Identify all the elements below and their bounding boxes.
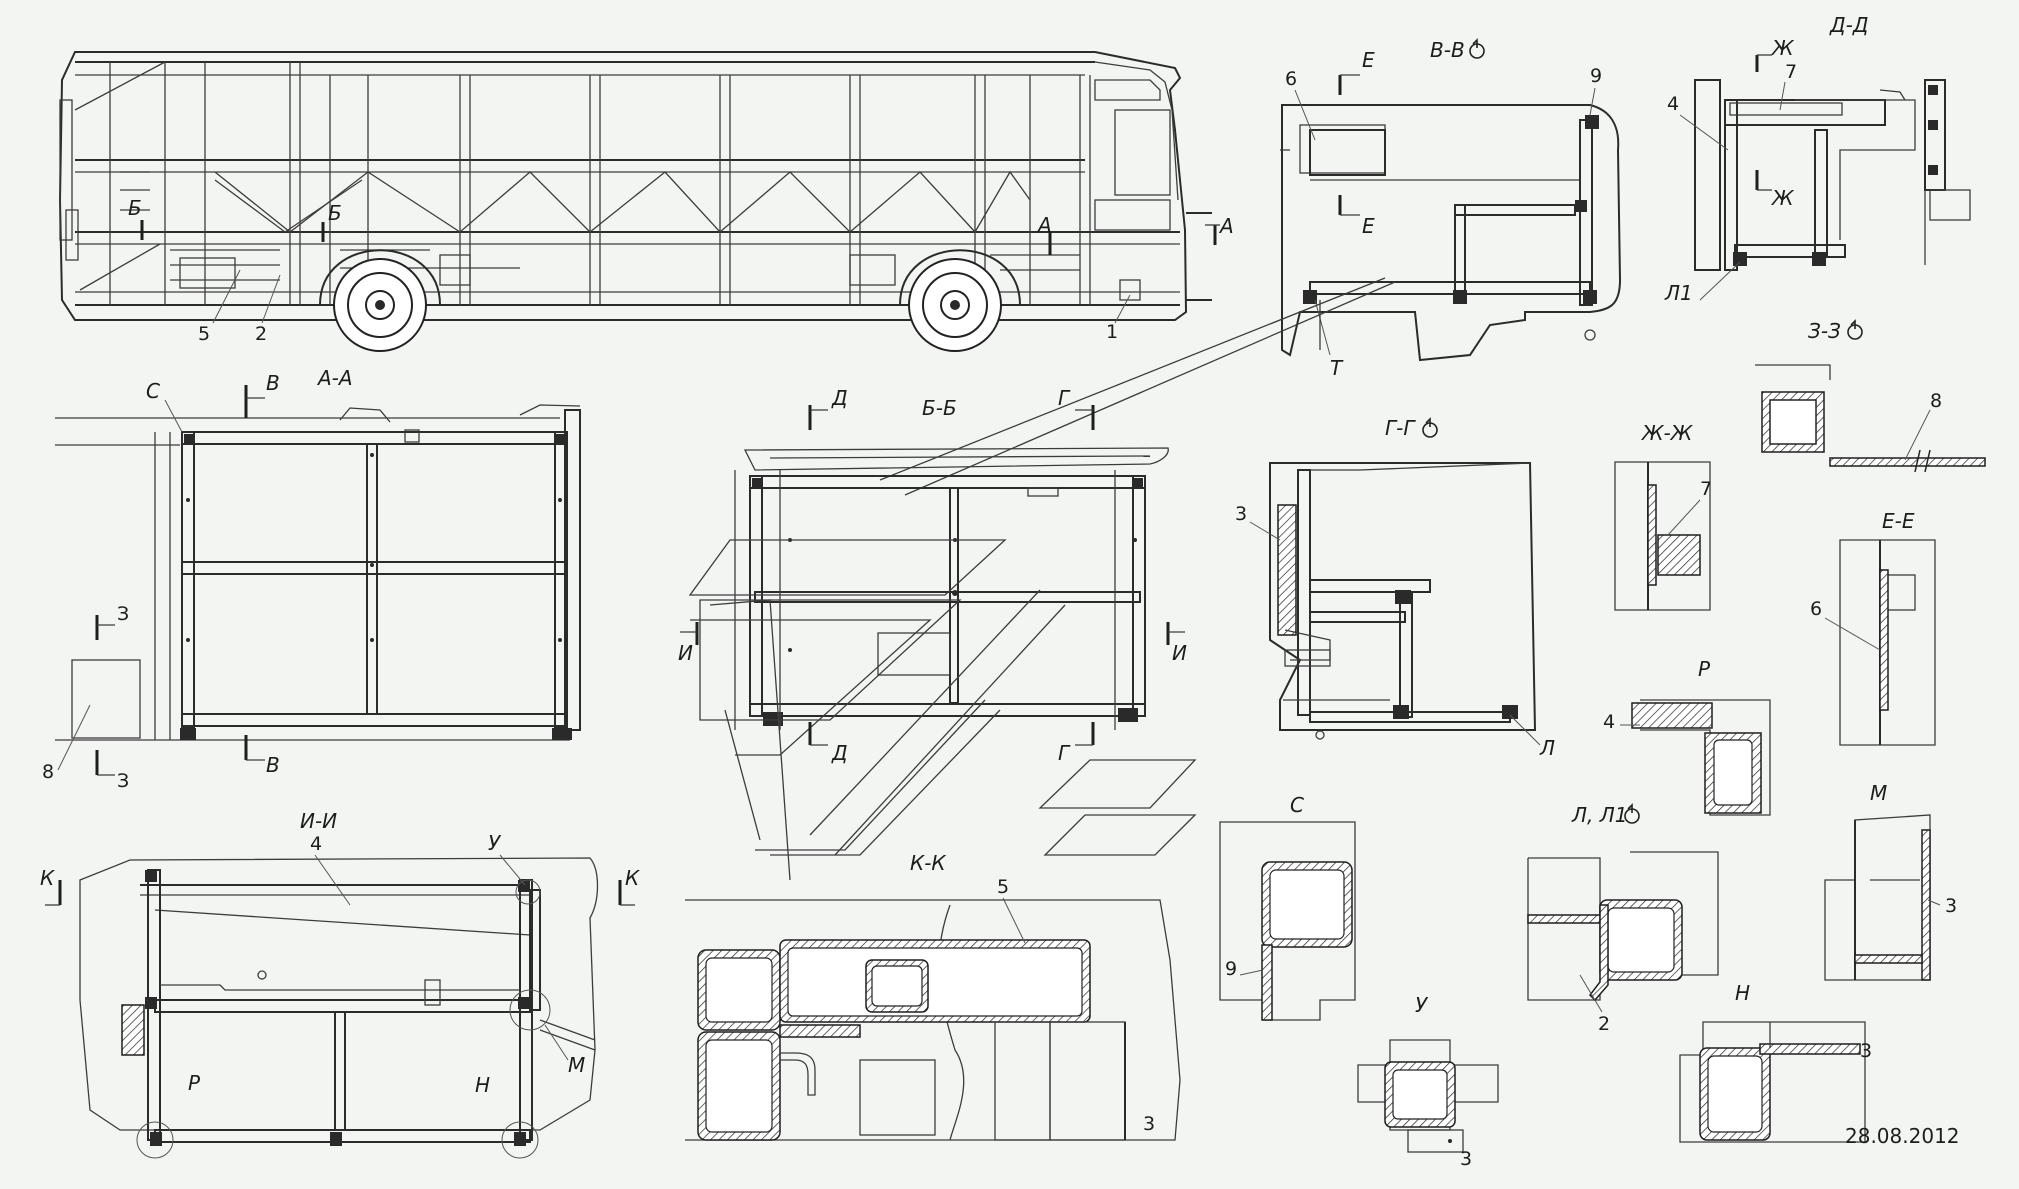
part-number-9-vv: 9: [1590, 65, 1602, 87]
part-number-8: 8: [42, 761, 54, 783]
section-a-a: А-А В В З: [42, 366, 581, 792]
view-d-d: Д-Д Ж Ж 4 7 Л1: [1664, 13, 1971, 305]
section-e-e: Е-Е 6: [1810, 509, 1936, 746]
section-title-n: Н: [1735, 981, 1750, 1005]
cut-letter-a-2: А: [1036, 213, 1052, 237]
part-number-4-r: 4: [1603, 711, 1615, 733]
bus-side-view: А А Б Б 5 2 1: [58, 51, 1234, 352]
cut-letter-k: К: [40, 866, 55, 890]
cut-letter-k-2: К: [625, 866, 640, 890]
cut-b-marker: Б Б: [128, 196, 342, 242]
cut-a-marker: А А: [1036, 213, 1234, 255]
part-number-7-dd: 7: [1785, 61, 1797, 83]
part-number-2-l: 2: [1598, 1013, 1610, 1035]
cut-letter-e-2: Е: [1362, 214, 1375, 238]
section-title-l-l1: Л, Л1: [1571, 803, 1628, 827]
cut-letter-a: А: [1218, 214, 1234, 238]
cut-letter-zh-2: Ж: [1770, 186, 1795, 210]
cut-letter-i-2: И: [1172, 641, 1187, 665]
section-title-zh-zh: Ж-Ж: [1640, 421, 1694, 445]
part-number-4-ii: 4: [310, 833, 322, 855]
cut-letter-d-2: Д: [831, 741, 848, 765]
section-title-i-i: И-И: [300, 809, 337, 833]
cut-letter-z-2: З: [117, 770, 129, 792]
cut-letter-r: Р: [188, 1071, 201, 1095]
part-number-6-ee: 6: [1810, 598, 1822, 620]
part-number-9-s: 9: [1225, 958, 1237, 980]
part-number-3-u: 3: [1460, 1148, 1472, 1170]
cut-letter-v-2: В: [266, 753, 280, 777]
section-title-v-v: В-В: [1430, 38, 1465, 62]
detail-u: У 3: [1357, 993, 1499, 1170]
cut-letter-s: С: [146, 379, 160, 403]
section-title-g-g: Г-Г: [1385, 416, 1416, 440]
part-number-3-kk: 3: [1143, 1113, 1155, 1135]
section-title-r: Р: [1698, 657, 1711, 681]
cut-letter-g: Г: [1058, 386, 1071, 410]
part-number-3-gg: 3: [1235, 503, 1247, 525]
detail-m: М 3: [1824, 781, 1957, 981]
cut-letter-m: М: [568, 1053, 585, 1077]
rear-wheel: [333, 258, 427, 352]
front-wheel: [908, 258, 1002, 352]
cut-letter-u: У: [488, 831, 502, 855]
part-number-7-zhzh: 7: [1700, 478, 1712, 500]
part-number-3-n: 3: [1860, 1040, 1872, 1062]
section-b-b: Б-Б: [678, 386, 1197, 881]
leader-lines-side: [212, 269, 1131, 324]
section-title-k-k: К-К: [910, 851, 946, 875]
part-number-2: 2: [255, 323, 267, 345]
part-number-5: 5: [198, 323, 210, 345]
cut-letter-n: Н: [475, 1073, 490, 1097]
cut-letter-t: Т: [1330, 356, 1344, 380]
detail-n: Н 3: [1679, 981, 1872, 1143]
section-z-z: З-З 8: [1755, 319, 1986, 473]
cut-letter-v: В: [266, 371, 280, 395]
part-number-4-dd: 4: [1667, 93, 1679, 115]
cut-letter-l1: Л1: [1664, 281, 1693, 305]
section-k-k: К-К 5 3: [685, 851, 1181, 1141]
cut-letter-i: И: [678, 641, 693, 665]
section-title-b-b: Б-Б: [922, 396, 957, 420]
section-title-u: У: [1415, 993, 1429, 1017]
cut-letter-l: Л: [1539, 736, 1555, 760]
drawing-date: 28.08.2012: [1845, 1124, 1960, 1148]
section-title-s: С: [1290, 793, 1304, 817]
section-title-m: М: [1870, 781, 1887, 805]
cut-letter-b: Б: [128, 196, 142, 220]
cut-letter-zh: Ж: [1770, 36, 1795, 60]
section-zh-zh: Ж-Ж 7: [1614, 421, 1712, 611]
part-number-5-kk: 5: [997, 876, 1009, 898]
detail-s: С 9: [1219, 793, 1356, 1021]
section-title-z-z: З-З: [1808, 319, 1841, 343]
part-number-8-zz: 8: [1930, 390, 1942, 412]
detail-r: Р 4: [1603, 657, 1771, 816]
detail-l-l1: Л, Л1 2: [1527, 803, 1719, 1035]
part-number-3-m: 3: [1945, 895, 1957, 917]
view-v-v: В-В Е Е 6 9 Т: [879, 38, 1622, 496]
cut-letter-e: Е: [1362, 48, 1375, 72]
cut-letter-d: Д: [831, 386, 848, 410]
part-number-6-vv: 6: [1285, 68, 1297, 90]
cut-letter-b-2: Б: [328, 201, 342, 225]
section-title-d-d: Д-Д: [1829, 13, 1868, 37]
cut-letter-z: З: [117, 603, 129, 625]
part-number-1: 1: [1106, 321, 1118, 343]
section-title-e-e: Е-Е: [1882, 509, 1915, 533]
section-g-g: Г-Г 3 Л: [1235, 416, 1555, 760]
section-i-i: И-И К К 4 У Р Н: [40, 809, 640, 1159]
section-title-a-a: А-А: [316, 366, 353, 390]
cut-letter-g-2: Г: [1058, 741, 1071, 765]
